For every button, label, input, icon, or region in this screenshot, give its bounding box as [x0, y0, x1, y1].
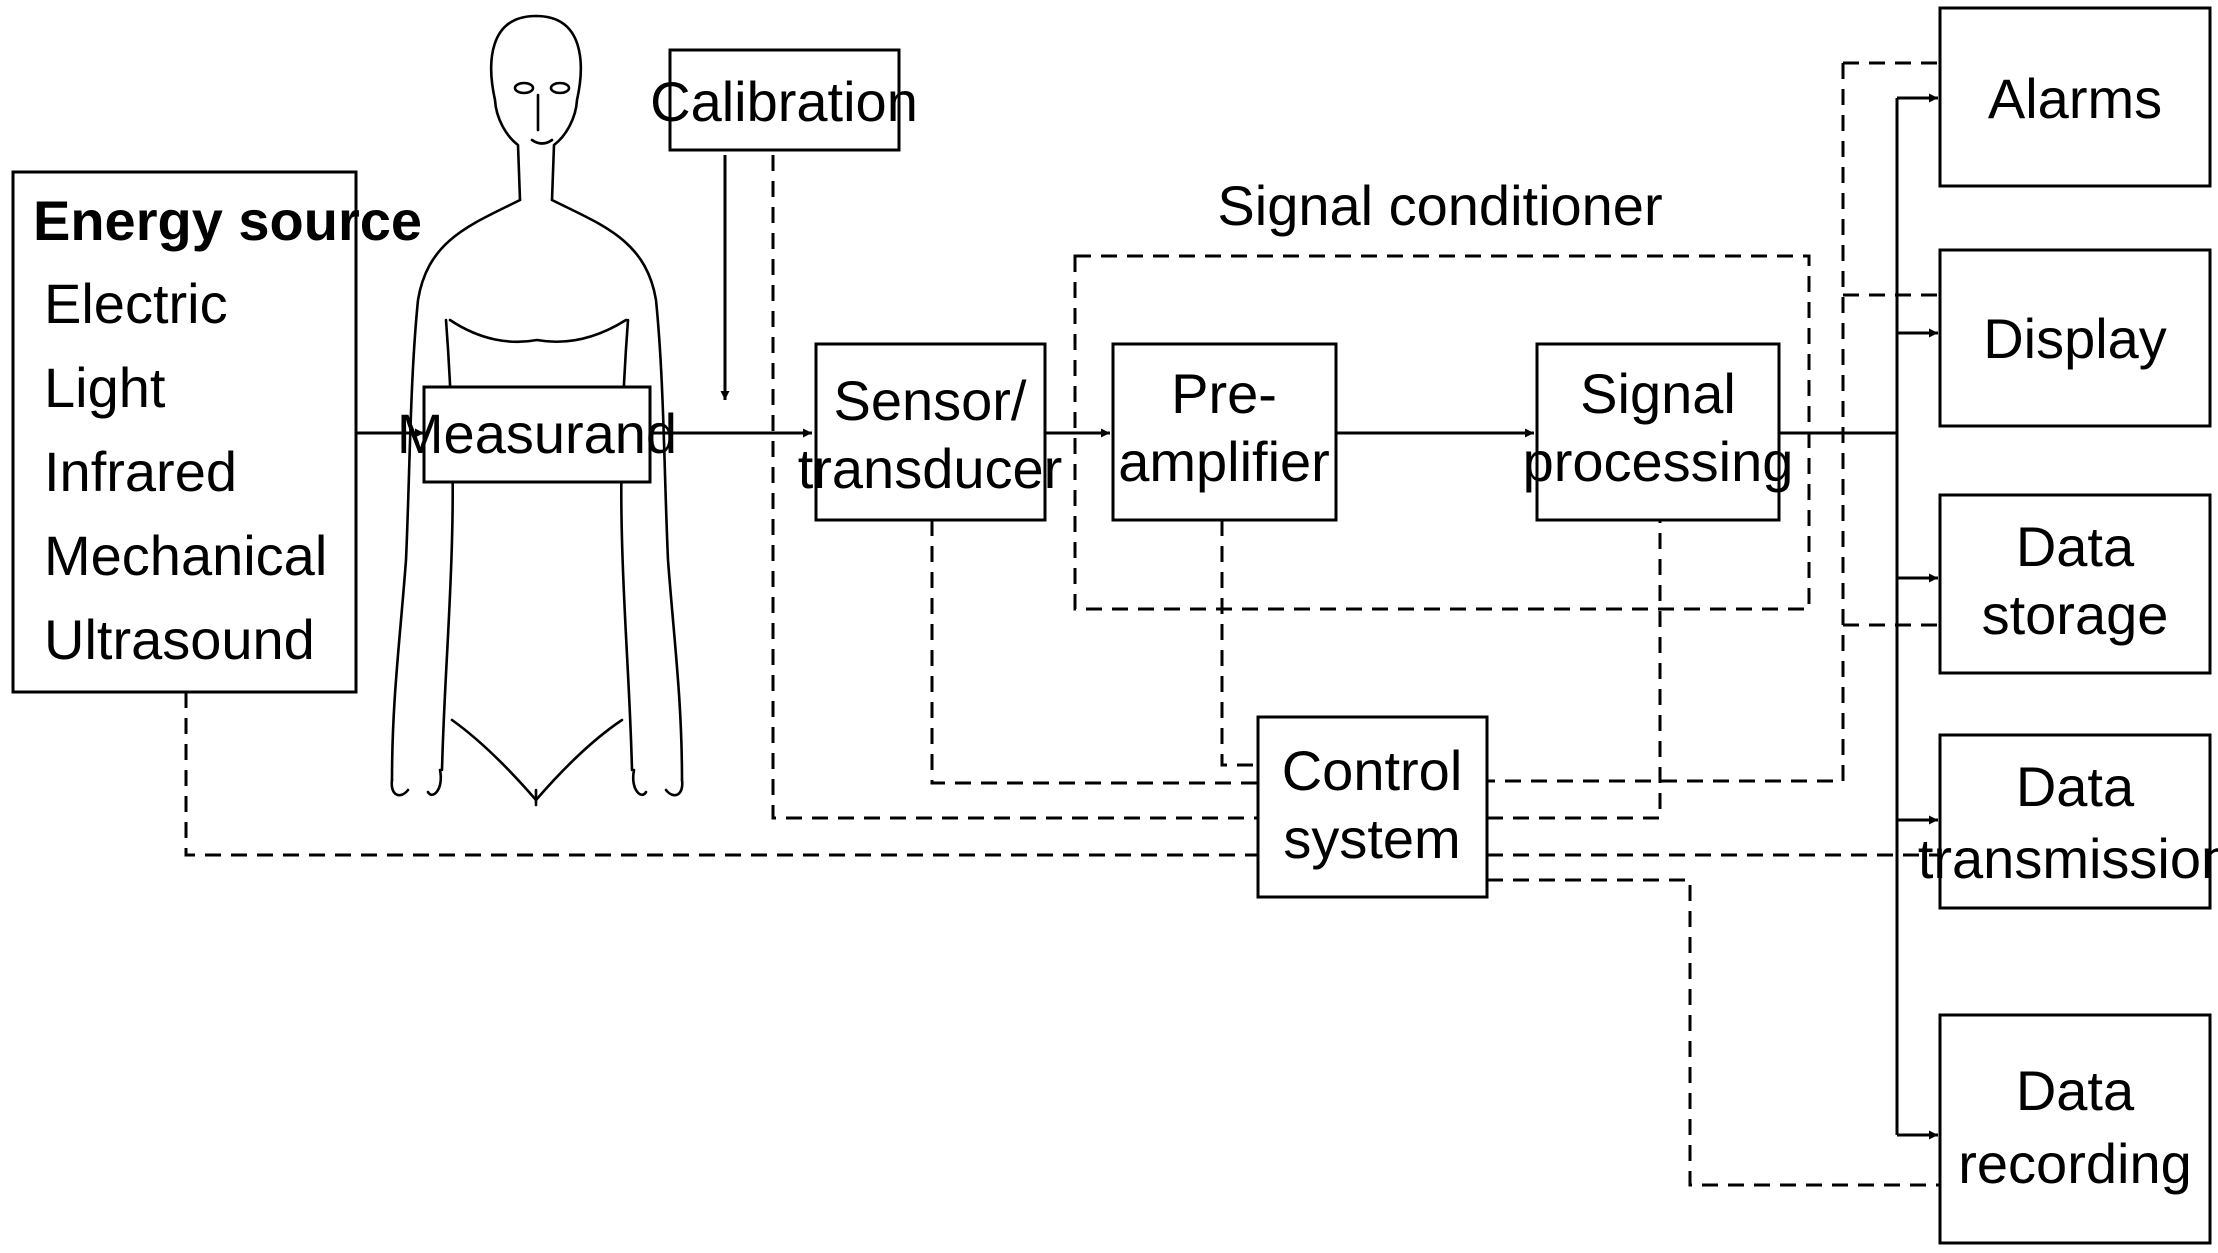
- signal-processing-label-line1: Signal: [1580, 362, 1736, 425]
- energy-item: Electric: [44, 272, 228, 335]
- energy-item: Ultrasound: [44, 608, 315, 671]
- control-system-box: Control system: [1256, 715, 1489, 899]
- energy-item: Light: [44, 356, 166, 419]
- calibration-box: Calibration: [650, 48, 918, 152]
- alarms-box: Alarms: [1938, 6, 2212, 188]
- signal-processing-box: Signal processing: [1523, 342, 1794, 522]
- preamplifier-label-line1: Pre-: [1171, 362, 1277, 425]
- control-system-label-line2: system: [1283, 807, 1460, 870]
- signal-path: [356, 93, 1938, 1140]
- display-box: Display: [1938, 248, 2212, 428]
- data-storage-label-line2: storage: [1982, 583, 2169, 646]
- signal-conditioner-label: Signal conditioner: [1217, 174, 1662, 237]
- data-recording-label-line2: recording: [1958, 1132, 2191, 1195]
- energy-source-title: Energy source: [33, 189, 422, 252]
- sensor-transducer-box: Sensor/ transducer: [798, 342, 1063, 522]
- measurand-label: Measurand: [397, 402, 677, 465]
- energy-item: Infrared: [44, 440, 237, 503]
- alarms-label: Alarms: [1988, 67, 2162, 130]
- control-lines: [184, 61, 1940, 1187]
- data-storage-label-line1: Data: [2016, 515, 2135, 578]
- energy-source-box: Energy source Electric Light Infrared Me…: [11, 170, 422, 694]
- data-storage-box: Data storage: [1938, 493, 2212, 675]
- signal-processing-label-line2: processing: [1523, 430, 1794, 493]
- sensor-label-line2: transducer: [798, 437, 1063, 500]
- measurand-box: Measurand: [397, 385, 677, 484]
- energy-item: Mechanical: [44, 524, 327, 587]
- data-transmission-box: Data transmission: [1918, 733, 2218, 910]
- display-label: Display: [1983, 307, 2167, 370]
- control-system-label-line1: Control: [1282, 739, 1463, 802]
- preamplifier-box: Pre- amplifier: [1111, 342, 1338, 522]
- data-transmission-label-line1: Data: [2016, 755, 2135, 818]
- data-recording-label-line1: Data: [2016, 1059, 2135, 1122]
- data-recording-box: Data recording: [1938, 1013, 2212, 1245]
- sensor-label-line1: Sensor/: [834, 369, 1027, 432]
- preamplifier-label-line2: amplifier: [1118, 430, 1330, 493]
- data-transmission-label-line2: transmission: [1918, 827, 2218, 890]
- calibration-label: Calibration: [650, 70, 918, 133]
